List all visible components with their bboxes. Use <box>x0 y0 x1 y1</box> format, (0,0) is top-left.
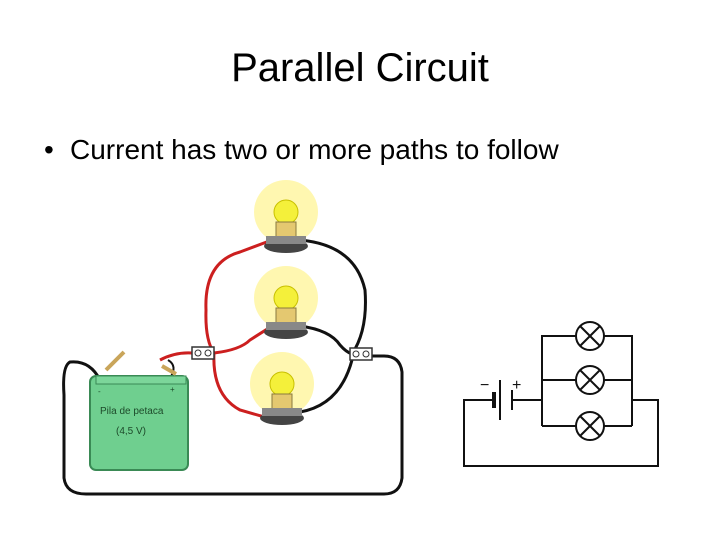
slide-title: Parallel Circuit <box>231 46 489 90</box>
black-wires <box>299 238 367 414</box>
battery-label-voltage: (4,5 V) <box>116 426 146 437</box>
terminal-block-right <box>349 347 373 361</box>
schematic-lamp-top <box>575 321 605 351</box>
schematic-lamp-bottom <box>575 411 605 441</box>
bullet-item: • Current has two or more paths to follow <box>44 132 559 168</box>
battery-label-name: Pila de petaca <box>100 406 164 417</box>
bullet-marker: • <box>44 134 54 165</box>
bullet-text: Current has two or more paths to follow <box>70 134 559 165</box>
outer-wire <box>62 354 404 496</box>
schematic-lamp-middle <box>575 365 605 395</box>
schematic-plus-sign: + <box>512 377 521 394</box>
circuit-schematic <box>463 321 659 467</box>
schematic-minus-sign: − <box>480 377 489 394</box>
bulb-bottom <box>250 352 314 425</box>
bulb-top <box>254 180 318 253</box>
battery-plus-sign: + <box>170 385 175 394</box>
terminal-block-left <box>191 346 215 360</box>
battery-minus-sign: - <box>98 387 101 396</box>
battery: - + Pila de petaca (4,5 V) <box>89 350 189 471</box>
bulb-middle <box>254 266 318 339</box>
red-wires <box>159 238 273 420</box>
